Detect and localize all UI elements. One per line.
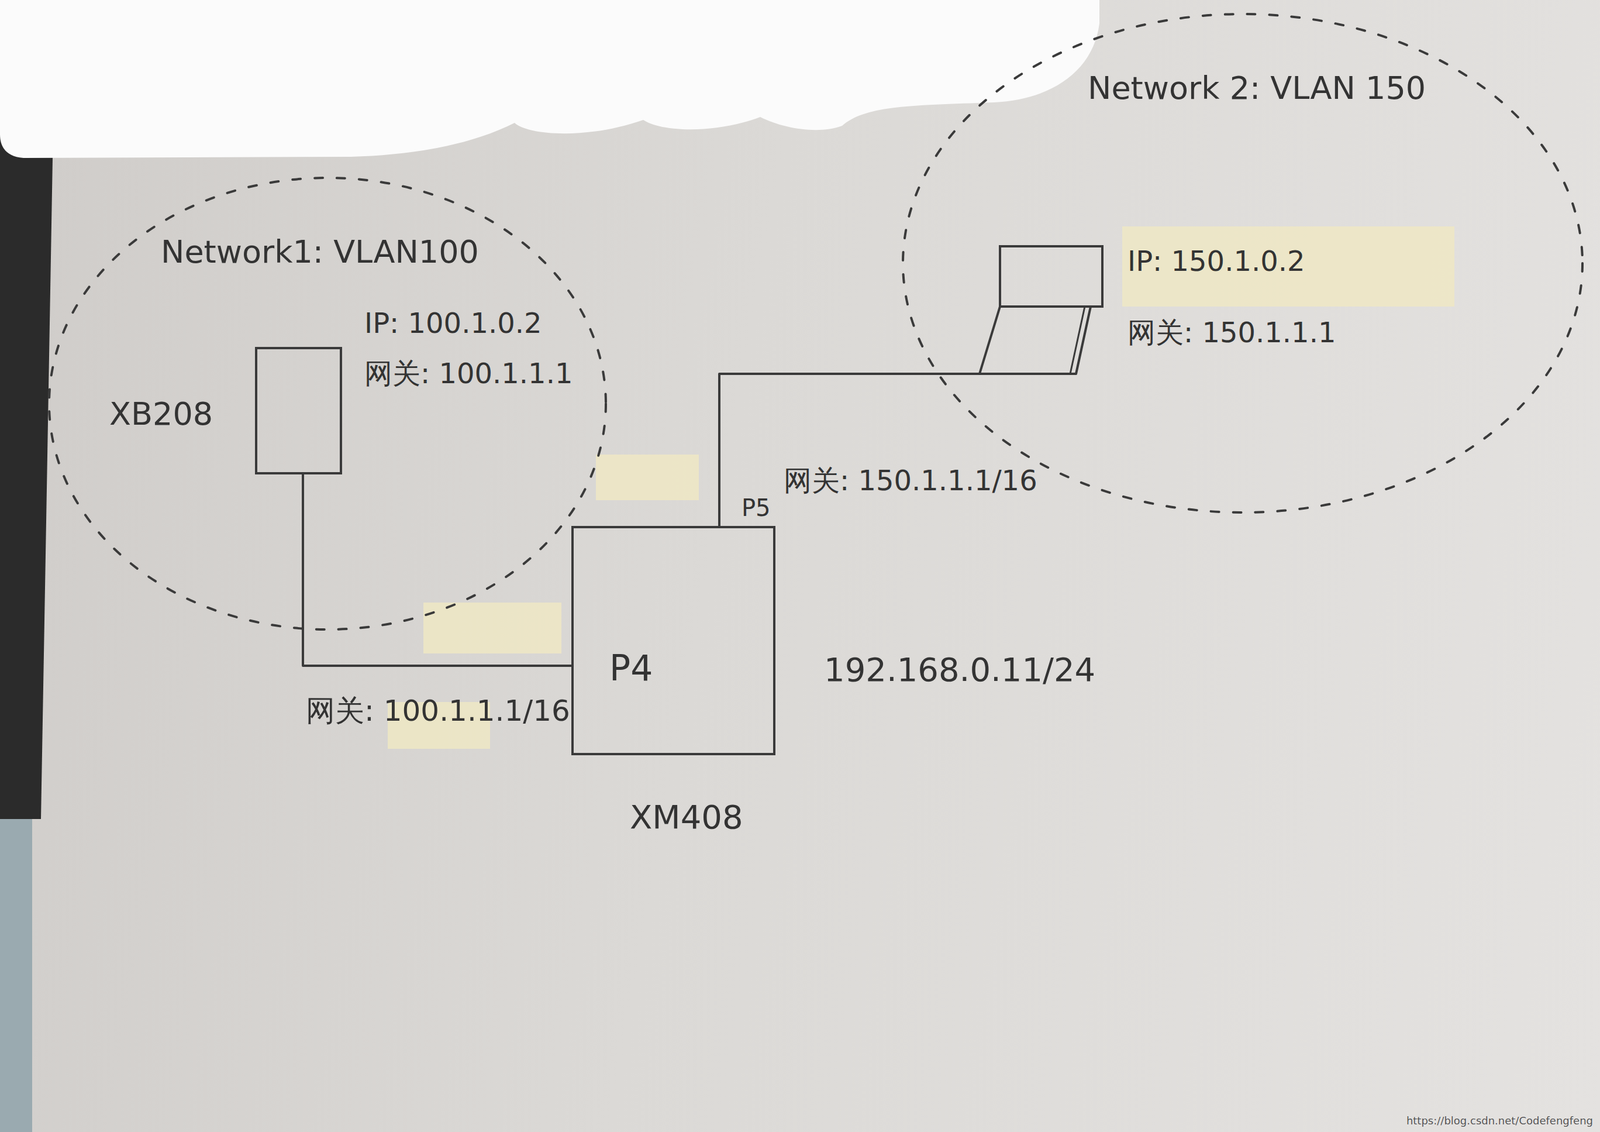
network-cable bbox=[302, 474, 572, 666]
switch-box: P4P5XM408192.168.0.11/24 bbox=[571, 525, 776, 755]
desk-edge bbox=[0, 55, 53, 819]
highlight bbox=[423, 602, 562, 654]
laptop-icon: IP: 150.1.0.2网关: 150.1.1.1 bbox=[970, 245, 1112, 381]
vlan-region: Network1: VLAN100XB208IP: 100.1.0.2网关: 1… bbox=[46, 175, 609, 632]
node-text: Network1: VLAN100 bbox=[160, 233, 479, 271]
node-text: Network 2: VLAN 150 bbox=[1087, 70, 1426, 107]
node-text: 网关: 100.1.1.1 bbox=[364, 357, 573, 390]
network-cable bbox=[719, 373, 980, 526]
highlight bbox=[1122, 226, 1455, 307]
cloth-corner bbox=[0, 818, 33, 1132]
vlan-region: Network 2: VLAN 150IP: 150.1.0.2网关: 150.… bbox=[900, 11, 1585, 515]
watermark: https://blog.csdn.net/Codefengfeng bbox=[1406, 1114, 1593, 1127]
laptop-outline bbox=[970, 245, 1112, 381]
highlight bbox=[595, 454, 699, 500]
device-box: XB208IP: 100.1.0.2网关: 100.1.1.1 bbox=[254, 346, 343, 475]
node-text: 网关: 150.1.1.1 bbox=[1127, 316, 1336, 349]
node-text: P5 bbox=[741, 494, 771, 522]
node-text: IP: 150.1.0.2 bbox=[1127, 245, 1306, 278]
redaction-blob bbox=[0, 0, 1100, 158]
node-text: XB208 bbox=[109, 395, 213, 433]
node-text: 192.168.0.11/24 bbox=[823, 650, 1096, 689]
node-text: IP: 100.1.0.2 bbox=[364, 307, 543, 340]
edge-label: 网关: 100.1.1.1/16 bbox=[305, 694, 571, 729]
node-text: P4 bbox=[609, 647, 653, 689]
node-text: XM408 bbox=[629, 798, 744, 836]
edge-label: 网关: 150.1.1.1/16 bbox=[783, 464, 1038, 497]
